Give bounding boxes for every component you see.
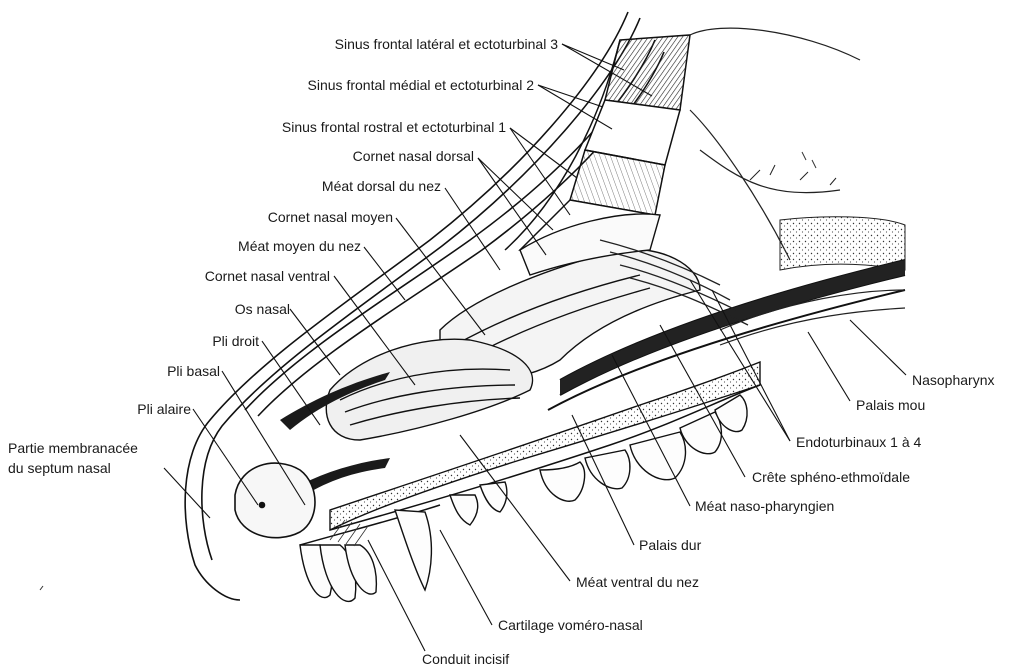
label-pli-basal: Pli basal: [167, 363, 220, 380]
label-cornet-nasal-ventral: Cornet nasal ventral: [205, 268, 330, 285]
label-endoturbinaux: Endoturbinaux 1 à 4: [796, 434, 921, 451]
label-meat-ventral: Méat ventral du nez: [576, 574, 699, 591]
label-meat-naso-pharyngien: Méat naso-pharyngien: [695, 498, 834, 515]
label-cartilage-vomero: Cartilage voméro-nasal: [498, 617, 643, 634]
label-cornet-nasal-moyen: Cornet nasal moyen: [268, 209, 393, 226]
label-meat-moyen: Méat moyen du nez: [238, 238, 361, 255]
alar-fold: [235, 463, 315, 538]
label-crete-spheno: Crête sphéno-ethmoïdale: [752, 469, 910, 486]
label-palais-dur: Palais dur: [639, 537, 701, 554]
label-partie-membranacee-1: Partie membranacée: [8, 440, 138, 457]
label-sinus-frontal-medial: Sinus frontal médial et ectoturbinal 2: [308, 77, 534, 94]
label-pli-alaire: Pli alaire: [137, 401, 191, 418]
ethmoid-bone-stipple: [780, 217, 905, 270]
label-partie-membranacee-2: du septum nasal: [8, 460, 111, 477]
label-conduit-incisif: Conduit incisif: [422, 651, 509, 668]
label-sinus-frontal-rostral: Sinus frontal rostral et ectoturbinal 1: [282, 119, 506, 136]
label-nasopharynx: Nasopharynx: [912, 372, 995, 389]
label-palais-mou: Palais mou: [856, 397, 925, 414]
label-os-nasal: Os nasal: [235, 301, 290, 318]
label-pli-droit: Pli droit: [212, 333, 259, 350]
label-sinus-frontal-lateral: Sinus frontal latéral et ectoturbinal 3: [335, 36, 558, 53]
label-meat-dorsal: Méat dorsal du nez: [322, 178, 441, 195]
label-cornet-nasal-dorsal: Cornet nasal dorsal: [353, 148, 474, 165]
